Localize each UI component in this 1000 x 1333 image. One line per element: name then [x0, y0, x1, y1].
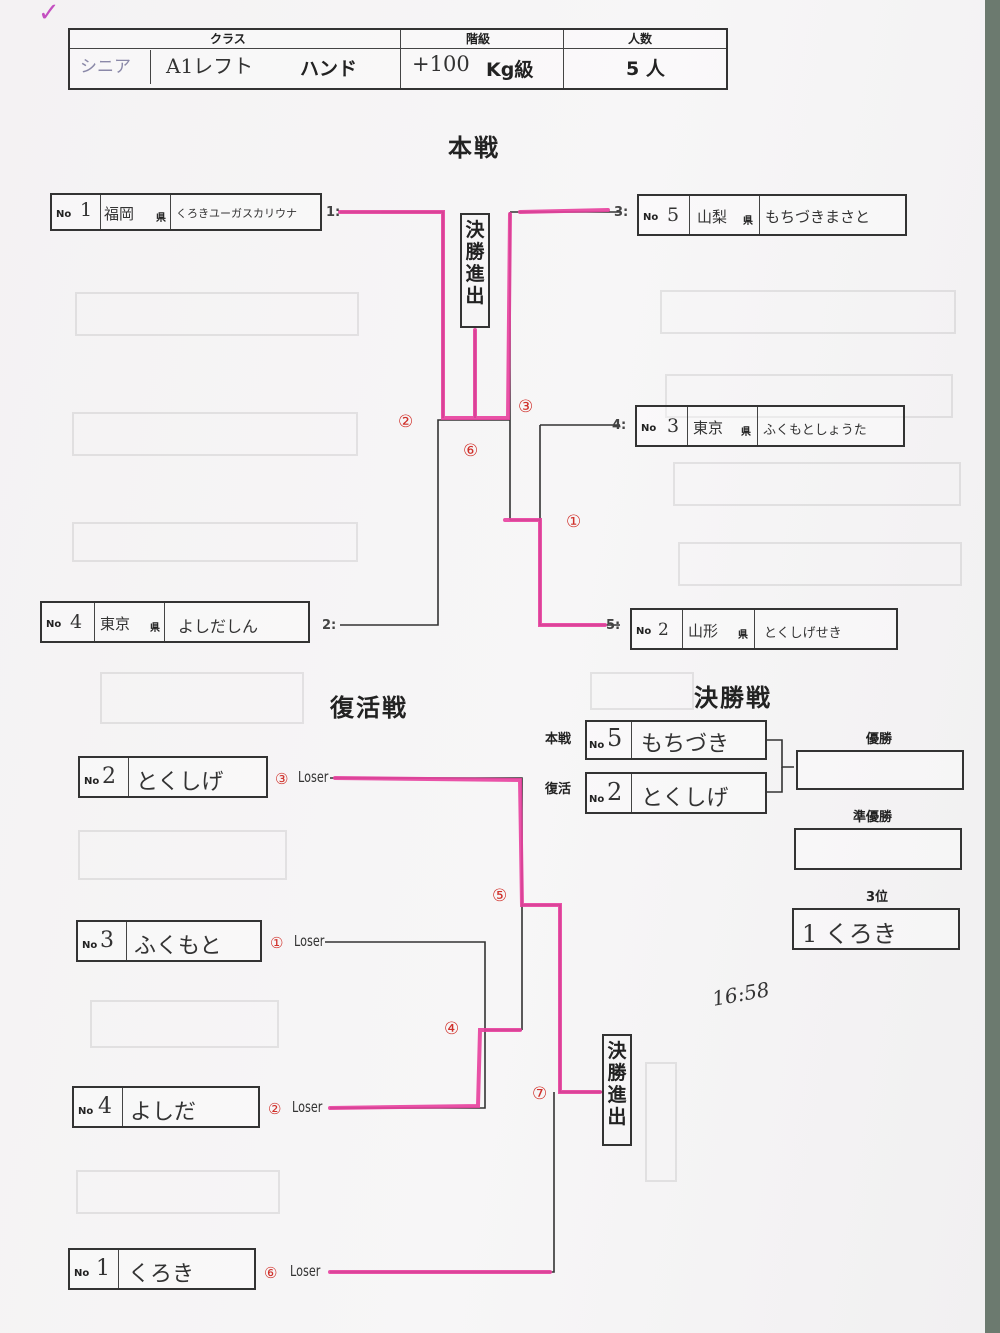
match-number-2: ②: [398, 412, 414, 432]
match-number-3: ③: [518, 397, 534, 417]
header-table: クラス 階級 人数 シニア A1レフト ハンド +100 Kg級 5 人: [68, 28, 728, 90]
final-rep-box: No 2 とくしげ: [585, 772, 767, 814]
third-box: 1 くろき: [792, 908, 960, 950]
final-main-box: No 5 もちづき: [585, 720, 767, 760]
champion-box: [796, 750, 964, 790]
champion-label: 優勝: [866, 732, 893, 747]
entry-box-5: No 2 山形 県 とくしげせき: [630, 608, 898, 650]
final-main-label: 本戦: [545, 732, 572, 747]
rep-from-4: ⑥: [264, 1264, 278, 1282]
rep-entry-box-3: No 4 よしだ: [72, 1086, 260, 1128]
rep-match-number-4: ④: [444, 1019, 460, 1039]
rep-loser-3: Loser: [292, 1098, 323, 1116]
repechage-title: 復活戦: [330, 694, 408, 722]
seed-3: 3:: [614, 205, 629, 220]
weight-label: 階級: [466, 32, 491, 46]
rep-entry-box-1: No 2 とくしげ: [78, 756, 268, 798]
seed-5: 5:: [606, 618, 621, 633]
match-number-1: ①: [566, 512, 582, 532]
final-title: 決勝戦: [694, 684, 772, 712]
entry-box-3: No 5 山梨 県 もちづきまさと: [637, 194, 907, 236]
rep-entry-box-2: No 3 ふくもと: [76, 920, 262, 962]
rep-from-1: ③: [275, 770, 289, 788]
main-bracket-title: 本戦: [448, 134, 500, 162]
class-value-3: ハンド: [300, 58, 358, 80]
weight-unit: Kg級: [486, 59, 534, 81]
entry-box-1: No 1 福岡 県 くろきユーガスカリウナ: [50, 193, 322, 231]
class-value-1: シニア: [80, 57, 131, 77]
rep-advance-box: 決勝進出: [602, 1034, 632, 1146]
runner-up-box: [794, 828, 962, 870]
seed-4: 4:: [612, 418, 627, 433]
table-edge: [985, 0, 1000, 1333]
rep-from-2: ①: [270, 934, 284, 952]
seed-2: 2:: [322, 618, 337, 633]
third-label: 3位: [866, 890, 889, 905]
rep-match-number-5: ⑤: [492, 886, 508, 906]
class-value-2: A1レフト: [166, 54, 254, 78]
count-value: 5 人: [626, 58, 665, 80]
entry-box-4: No 3 東京 県 ふくもとしょうた: [635, 405, 905, 447]
weight-value: +100: [412, 52, 470, 76]
match-number-6: ⑥: [463, 441, 479, 461]
rep-from-3: ②: [268, 1100, 282, 1118]
rep-loser-4: Loser: [290, 1262, 321, 1280]
rep-loser-2: Loser: [294, 932, 325, 950]
runner-up-label: 準優勝: [853, 810, 893, 825]
count-label: 人数: [628, 32, 653, 46]
rep-loser-1: Loser: [298, 768, 329, 786]
class-label: クラス: [210, 32, 246, 46]
check-mark: ✓: [38, 0, 60, 28]
rep-entry-box-4: No 1 くろき: [68, 1248, 256, 1290]
final-rep-label: 復活: [545, 782, 572, 797]
rep-match-number-7: ⑦: [532, 1084, 548, 1104]
seed-1: 1:: [326, 205, 341, 220]
main-advance-box: 決勝進出: [460, 213, 490, 328]
entry-box-2: No 4 東京 県 よしだしん: [40, 601, 310, 643]
